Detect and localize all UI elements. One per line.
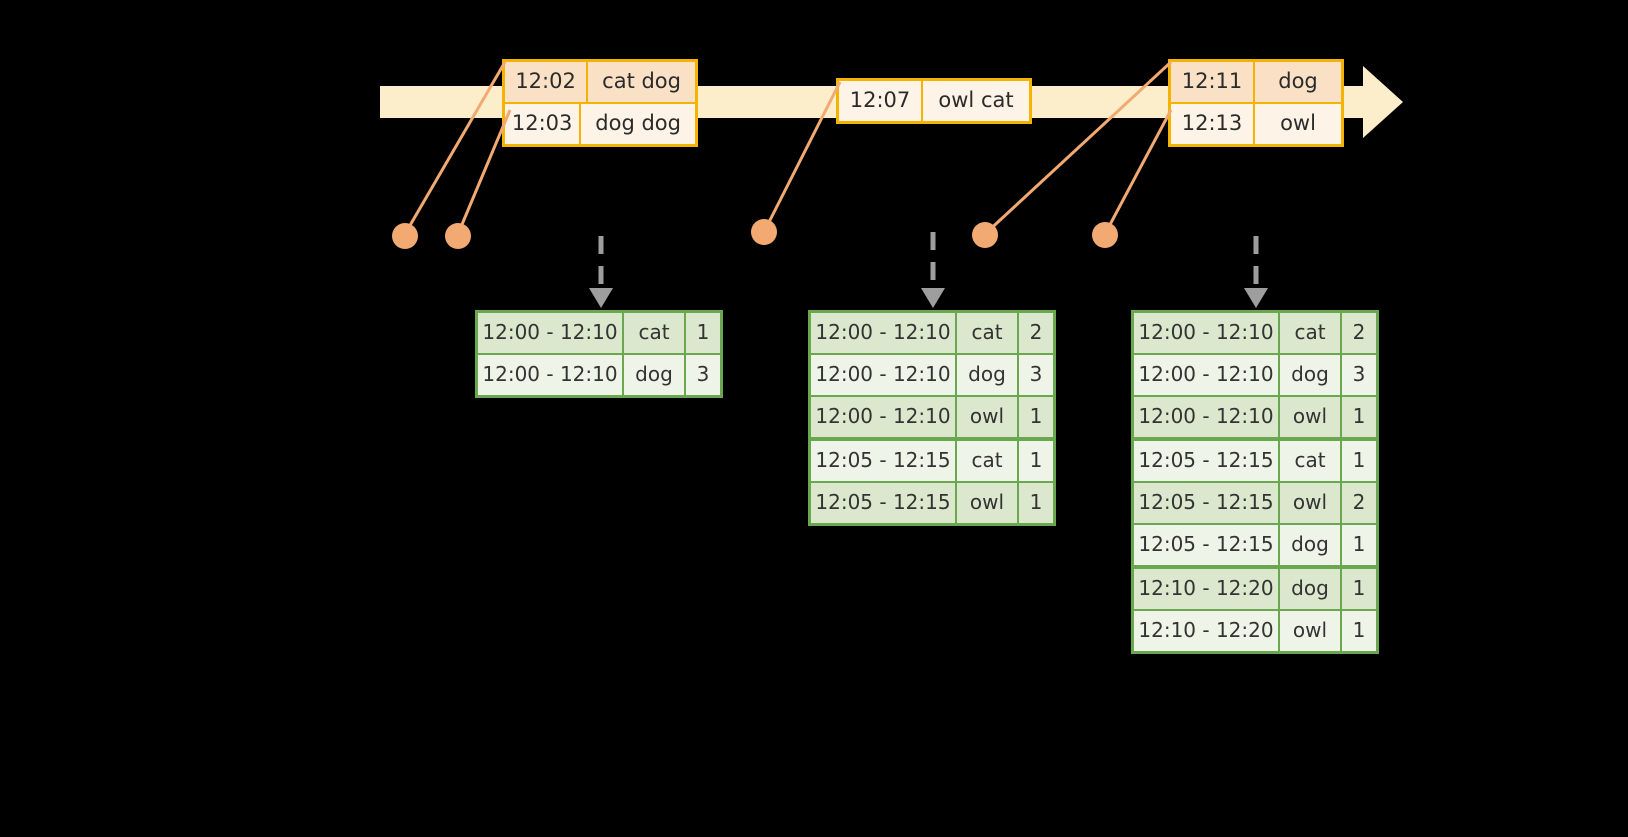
cell-count: 3 bbox=[686, 355, 720, 395]
timeline-arrowhead-icon bbox=[1363, 66, 1403, 138]
cell-window: 12:00 - 12:10 bbox=[811, 355, 957, 395]
table-row: 12:00 - 12:10 cat 2 bbox=[811, 313, 1053, 355]
event-dot[interactable] bbox=[445, 223, 471, 249]
event-time: 12:11 bbox=[1171, 62, 1255, 102]
cell-window: 12:05 - 12:15 bbox=[1134, 483, 1280, 523]
cell-count: 1 bbox=[1019, 441, 1053, 481]
cell-count: 3 bbox=[1342, 355, 1376, 395]
flow-arrow-head-icon bbox=[589, 288, 613, 308]
table-row: 12:05 - 12:15 cat 1 bbox=[1134, 441, 1376, 483]
cell-window: 12:00 - 12:10 bbox=[1134, 397, 1280, 437]
cell-count: 2 bbox=[1342, 313, 1376, 353]
event-row: 12:03 dog dog bbox=[505, 102, 695, 144]
event-time: 12:02 bbox=[505, 62, 589, 102]
cell-word: dog bbox=[624, 355, 686, 395]
event-box-b[interactable]: 12:07 owl cat bbox=[836, 78, 1032, 124]
cell-count: 1 bbox=[686, 313, 720, 353]
cell-window: 12:05 - 12:15 bbox=[811, 483, 957, 523]
cell-window: 12:00 - 12:10 bbox=[478, 355, 624, 395]
event-dot[interactable] bbox=[751, 219, 777, 245]
event-time: 12:03 bbox=[505, 104, 582, 144]
cell-word: cat bbox=[624, 313, 686, 353]
table-row: 12:00 - 12:10 cat 2 bbox=[1134, 313, 1376, 355]
cell-count: 1 bbox=[1342, 441, 1376, 481]
event-time: 12:07 bbox=[839, 81, 923, 121]
table-row: 12:10 - 12:20 owl 1 bbox=[1134, 611, 1376, 651]
event-dot[interactable] bbox=[392, 223, 418, 249]
cell-count: 1 bbox=[1342, 611, 1376, 651]
cell-word: cat bbox=[1280, 441, 1342, 481]
event-words: cat dog bbox=[588, 62, 695, 102]
flow-arrow-head-icon bbox=[1244, 288, 1268, 308]
cell-count: 1 bbox=[1342, 569, 1376, 609]
cell-window: 12:00 - 12:10 bbox=[1134, 313, 1280, 353]
table-row: 12:05 - 12:15 dog 1 bbox=[1134, 525, 1376, 569]
result-table-3: 12:00 - 12:10 cat 2 12:00 - 12:10 dog 3 … bbox=[1131, 310, 1379, 654]
event-row: 12:13 owl bbox=[1171, 102, 1341, 144]
table-row: 12:10 - 12:20 dog 1 bbox=[1134, 569, 1376, 611]
table-row: 12:05 - 12:15 owl 2 bbox=[1134, 483, 1376, 525]
cell-window: 12:05 - 12:15 bbox=[811, 441, 957, 481]
table-row: 12:00 - 12:10 owl 1 bbox=[1134, 397, 1376, 441]
table-row: 12:00 - 12:10 dog 3 bbox=[478, 355, 720, 395]
event-words: owl bbox=[1280, 111, 1316, 135]
event-box-c[interactable]: 12:11 dog 12:13 owl bbox=[1168, 59, 1344, 147]
cell-word: dog bbox=[1280, 569, 1342, 609]
cell-count: 1 bbox=[1019, 483, 1053, 523]
cell-count: 1 bbox=[1342, 397, 1376, 437]
event-box-a[interactable]: 12:02 cat dog 12:03 dog dog bbox=[502, 59, 698, 147]
event-row: 12:02 cat dog bbox=[505, 62, 695, 102]
cell-window: 12:10 - 12:20 bbox=[1134, 569, 1280, 609]
table-row: 12:00 - 12:10 cat 1 bbox=[478, 313, 720, 355]
cell-word: owl bbox=[1280, 483, 1342, 523]
result-table-1: 12:00 - 12:10 cat 1 12:00 - 12:10 dog 3 bbox=[475, 310, 723, 398]
cell-word: owl bbox=[957, 397, 1019, 437]
cell-count: 3 bbox=[1019, 355, 1053, 395]
event-words: dog bbox=[1255, 62, 1341, 102]
cell-count: 2 bbox=[1019, 313, 1053, 353]
cell-count: 1 bbox=[1342, 525, 1376, 565]
cell-word: owl bbox=[1280, 397, 1342, 437]
event-dot[interactable] bbox=[972, 222, 998, 248]
event-words: owl cat bbox=[938, 88, 1014, 112]
cell-word: cat bbox=[1280, 313, 1342, 353]
leader-line bbox=[1103, 109, 1173, 235]
cell-count: 1 bbox=[1019, 397, 1053, 437]
cell-word: cat bbox=[957, 441, 1019, 481]
cell-window: 12:00 - 12:10 bbox=[811, 397, 957, 437]
event-words: dog dog bbox=[595, 111, 681, 135]
table-row: 12:00 - 12:10 dog 3 bbox=[811, 355, 1053, 397]
result-table-2: 12:00 - 12:10 cat 2 12:00 - 12:10 dog 3 … bbox=[808, 310, 1056, 526]
cell-word: dog bbox=[1280, 355, 1342, 395]
cell-word: dog bbox=[957, 355, 1019, 395]
cell-window: 12:00 - 12:10 bbox=[1134, 355, 1280, 395]
table-row: 12:05 - 12:15 cat 1 bbox=[811, 441, 1053, 483]
cell-word: owl bbox=[957, 483, 1019, 523]
event-row: 12:11 dog bbox=[1171, 62, 1341, 102]
cell-window: 12:10 - 12:20 bbox=[1134, 611, 1280, 651]
table-row: 12:00 - 12:10 owl 1 bbox=[811, 397, 1053, 441]
cell-window: 12:05 - 12:15 bbox=[1134, 441, 1280, 481]
event-dot[interactable] bbox=[1092, 222, 1118, 248]
event-row: 12:07 owl cat bbox=[839, 81, 1029, 121]
cell-word: cat bbox=[957, 313, 1019, 353]
cell-count: 2 bbox=[1342, 483, 1376, 523]
table-row: 12:05 - 12:15 owl 1 bbox=[811, 483, 1053, 523]
cell-word: dog bbox=[1280, 525, 1342, 565]
cell-word: owl bbox=[1280, 611, 1342, 651]
flow-arrow-head-icon bbox=[921, 288, 945, 308]
table-row: 12:00 - 12:10 dog 3 bbox=[1134, 355, 1376, 397]
event-time: 12:13 bbox=[1171, 104, 1255, 144]
cell-window: 12:00 - 12:10 bbox=[811, 313, 957, 353]
cell-window: 12:00 - 12:10 bbox=[478, 313, 624, 353]
cell-window: 12:05 - 12:15 bbox=[1134, 525, 1280, 565]
